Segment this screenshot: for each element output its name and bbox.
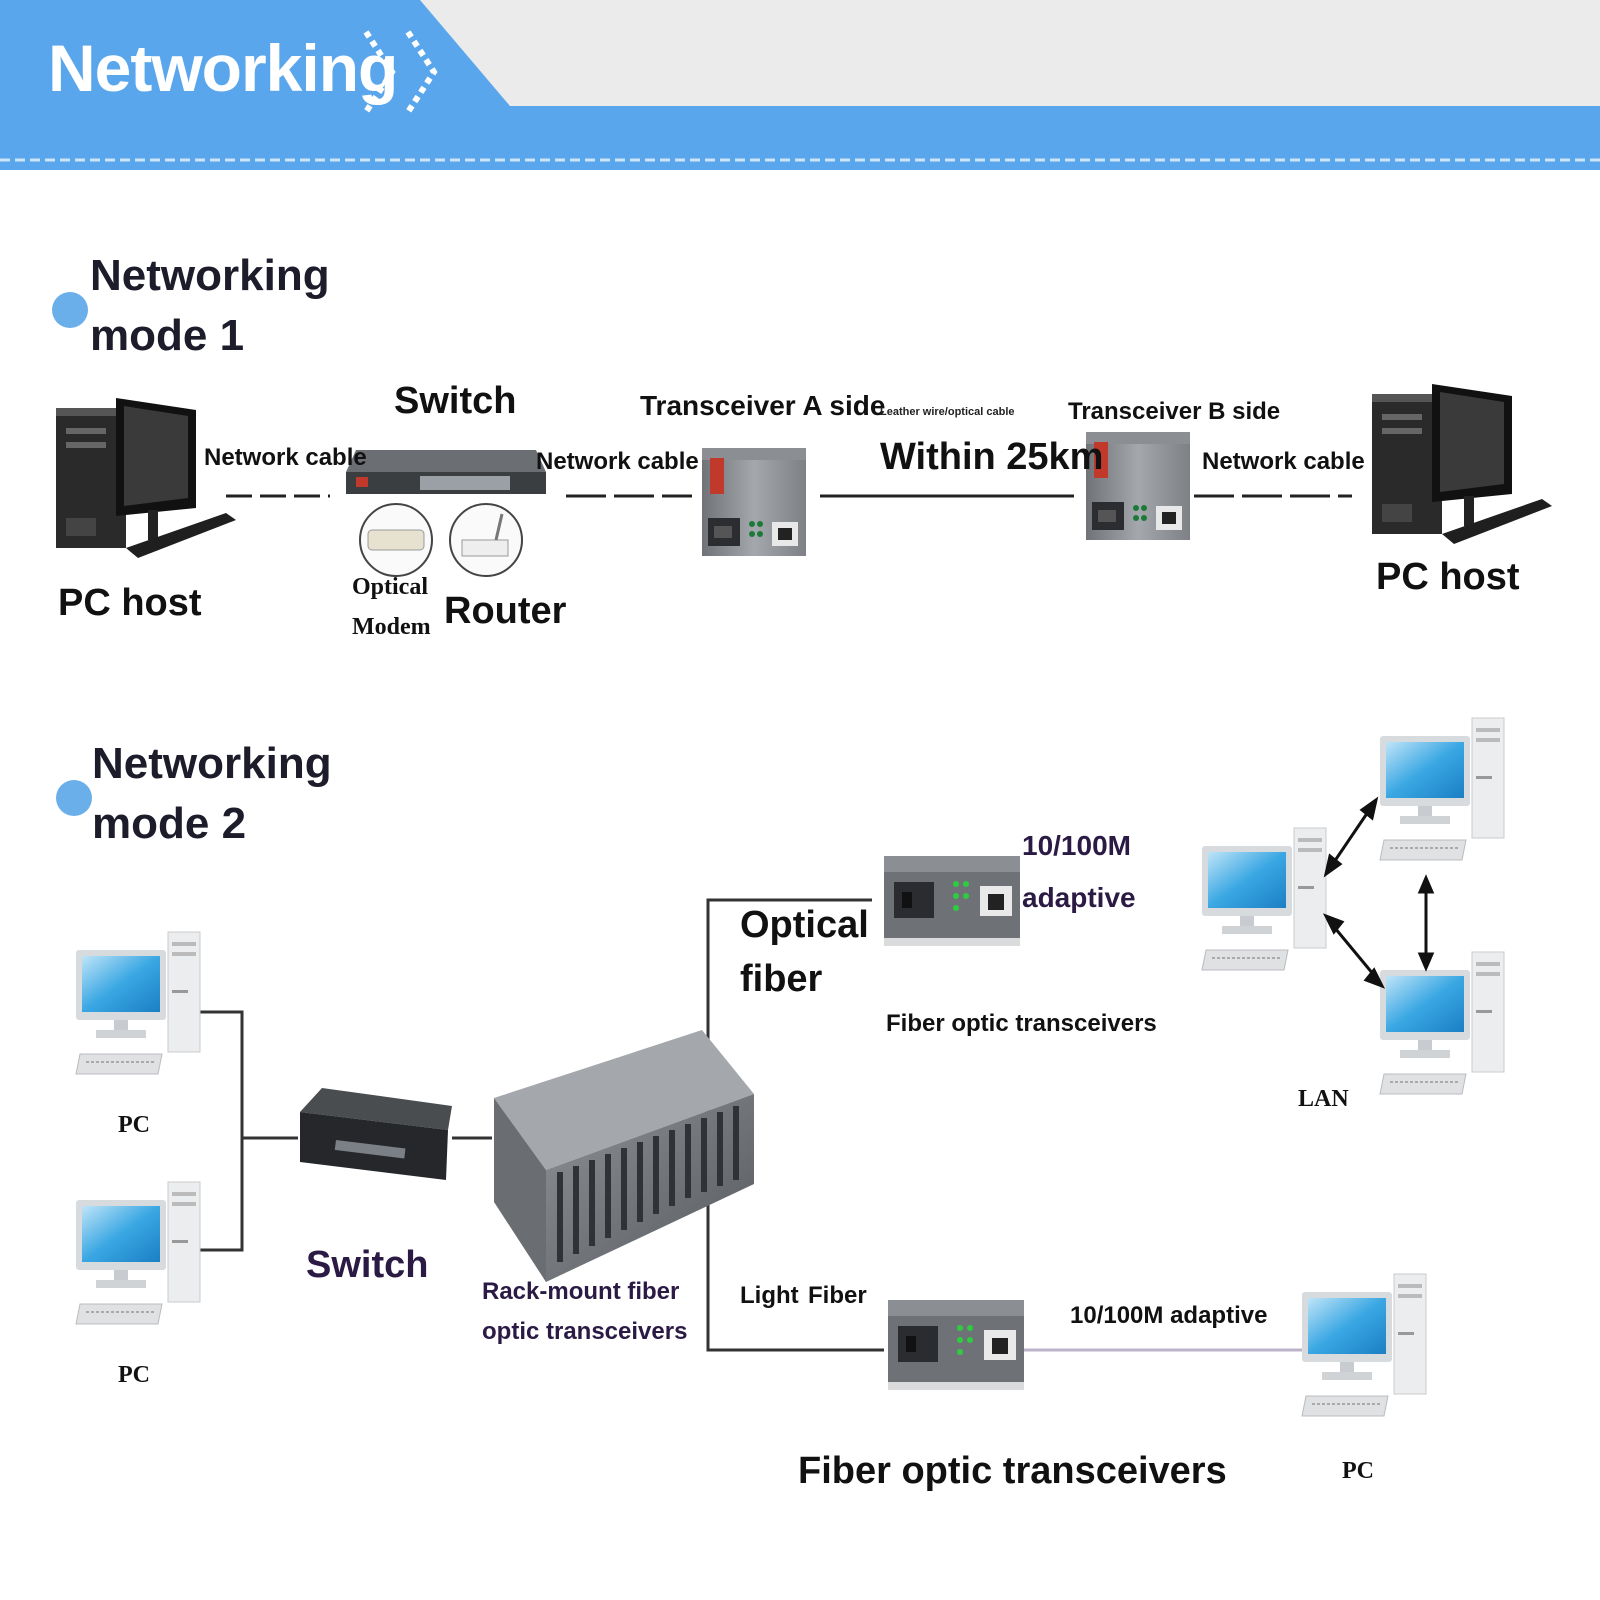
mode2-transceiver-bottom-icon bbox=[888, 1300, 1024, 1390]
mode1-pc-left-label: PC host bbox=[58, 582, 202, 624]
mode1-pc-right-label: PC host bbox=[1376, 556, 1520, 598]
fiber-transceivers-top-label: Fiber optic transceivers bbox=[886, 1010, 1157, 1037]
mode2-pc-3-label: PC bbox=[1342, 1458, 1374, 1484]
mode2-pc-3-icon bbox=[1301, 1273, 1427, 1417]
adaptive-top-line2: adaptive bbox=[1022, 882, 1136, 913]
mode1-title-line2: mode 1 bbox=[90, 311, 245, 360]
distance-label: Within 25km bbox=[880, 436, 1104, 478]
lan-pc-1-icon bbox=[1201, 827, 1327, 971]
mode1-pc-right-icon bbox=[1372, 384, 1552, 544]
mode1-cable-1-label: Network cable bbox=[204, 444, 367, 471]
mode2-switch-icon bbox=[300, 1088, 452, 1180]
mode1-switch-label: Switch bbox=[394, 380, 517, 422]
fiber-transceivers-bottom-label: Fiber optic transceivers bbox=[798, 1450, 1227, 1492]
mode1-bullet bbox=[52, 292, 88, 328]
optical-modem-label-line2: Modem bbox=[352, 614, 431, 640]
mode2-transceiver-top-icon bbox=[884, 856, 1020, 946]
transceiver-b-label: Transceiver B side bbox=[1068, 398, 1281, 425]
lan-label: LAN bbox=[1298, 1086, 1349, 1112]
router-icon bbox=[449, 503, 523, 577]
mode2-pc-1-label: PC bbox=[118, 1112, 150, 1138]
lan-arrows-icon bbox=[1322, 796, 1435, 989]
mode1-cable-3-label: Network cable bbox=[1202, 448, 1365, 475]
fiber-label: Fiber bbox=[808, 1282, 867, 1309]
mode2-title-line2: mode 2 bbox=[92, 799, 247, 848]
mode1-title-line1: Networking bbox=[90, 251, 330, 300]
mode1-pc-left-icon bbox=[56, 398, 236, 558]
optical-fiber-label-line1: Optical bbox=[740, 904, 869, 946]
mode2-cables bbox=[200, 898, 1306, 1352]
optical-modem-label-line1: Optical bbox=[352, 574, 428, 600]
lan-pc-2-icon bbox=[1379, 717, 1505, 861]
adaptive-bottom-label: 10/100M adaptive bbox=[1070, 1302, 1268, 1329]
header-title: Networking bbox=[48, 31, 398, 105]
mode1-cable-2-label: Network cable bbox=[536, 448, 699, 475]
rack-mount-transceiver-icon bbox=[494, 1030, 754, 1282]
mode2-bullet bbox=[56, 780, 92, 816]
mode2-switch-label: Switch bbox=[306, 1244, 429, 1286]
mode2-pc-2-label: PC bbox=[118, 1362, 150, 1388]
optical-fiber-label-line2: fiber bbox=[740, 958, 823, 1000]
mode1-transceiver-a-icon bbox=[702, 448, 806, 556]
adaptive-top-line1: 10/100M bbox=[1022, 830, 1131, 861]
rack-label-line2: optic transceivers bbox=[482, 1318, 688, 1345]
light-label: Light bbox=[740, 1282, 799, 1309]
optical-modem-icon bbox=[359, 503, 433, 577]
router-label: Router bbox=[444, 590, 567, 632]
mode2-pc-1-icon bbox=[75, 931, 201, 1075]
header-banner bbox=[0, 0, 1600, 170]
link-type-label: Leather wire/optical cable bbox=[880, 406, 1015, 418]
mode1-switch-icon bbox=[346, 450, 546, 494]
mode2-pc-2-icon bbox=[75, 1181, 201, 1325]
lan-pc-3-icon bbox=[1379, 951, 1505, 1095]
transceiver-a-label: Transceiver A side bbox=[640, 390, 886, 421]
rack-label-line1: Rack-mount fiber bbox=[482, 1278, 680, 1305]
mode2-title-line1: Networking bbox=[92, 739, 332, 788]
